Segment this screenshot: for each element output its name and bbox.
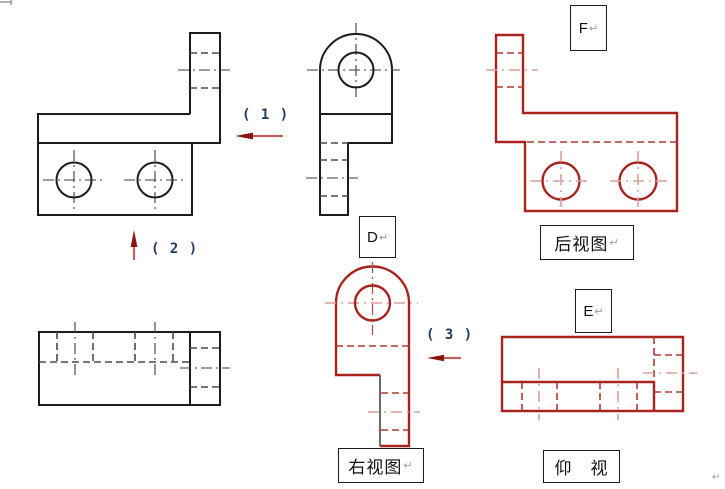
arrow-3-icon — [427, 354, 461, 362]
right-view-drawing — [325, 262, 420, 448]
bottom-view-drawing — [500, 335, 697, 420]
direction-tag-3: ( 3 ) — [426, 327, 474, 343]
return-mark: ↵ — [378, 230, 389, 244]
front-view-drawing — [37, 32, 230, 216]
return-mark: ↵ — [609, 236, 620, 249]
right-view-label: 右视图 — [348, 458, 403, 477]
bottom-view-label: 仰 视 — [554, 459, 609, 478]
direction-tag-1: ( 1 ) — [242, 107, 290, 123]
rear-view-label: 后视图 — [554, 235, 609, 254]
top-view-drawing — [38, 322, 230, 406]
answer-box-d[interactable]: D↵ — [359, 216, 396, 258]
label-box-rear-view[interactable]: 后视图↵ — [540, 225, 634, 260]
return-mark: ↵ — [588, 21, 599, 35]
answer-box-e[interactable]: E↵ — [575, 289, 612, 333]
return-mark: ↵ — [594, 304, 604, 318]
d-view-drawing — [306, 23, 400, 216]
corner-frame-artifact — [0, 0, 12, 5]
paragraph-mark: ↵ — [712, 472, 721, 483]
answer-box-e-label: E — [583, 302, 594, 320]
direction-tag-2: ( 2 ) — [151, 241, 199, 257]
arrow-2-icon — [130, 230, 138, 260]
answer-box-f[interactable]: F↵ — [570, 5, 607, 51]
rear-view-drawing — [486, 33, 679, 213]
label-box-bottom-view[interactable]: 仰 视 — [543, 450, 620, 483]
arrow-1-icon — [235, 132, 283, 140]
answer-box-f-label: F — [578, 19, 588, 37]
label-box-right-view[interactable]: 右视图↵ — [338, 448, 424, 483]
answer-box-d-label: D — [366, 228, 378, 246]
return-mark: ↵ — [403, 459, 414, 472]
